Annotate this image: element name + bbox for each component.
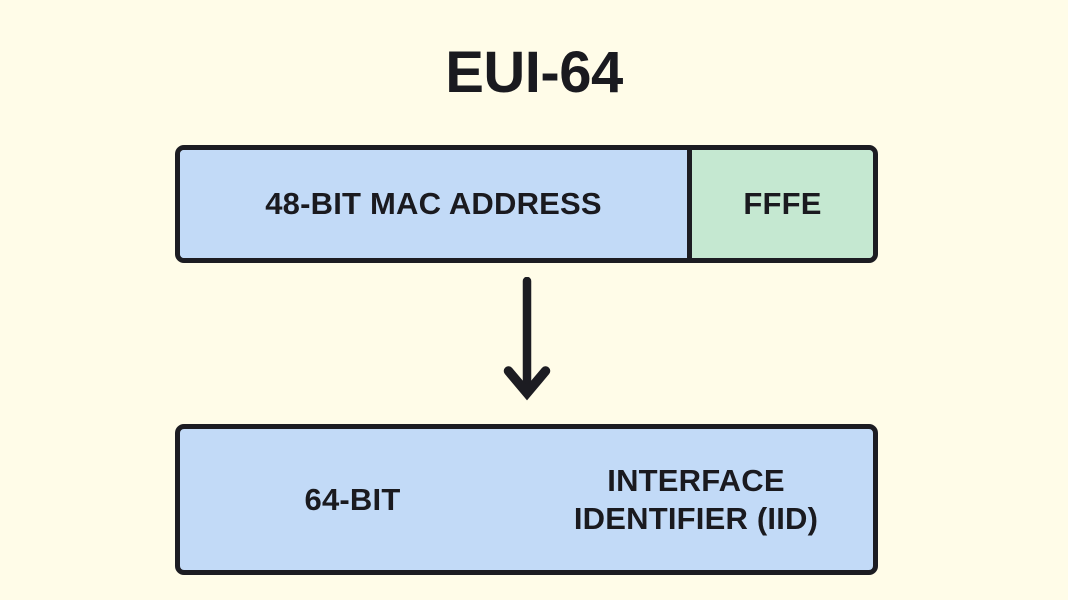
fffe-label: FFFE [743, 186, 822, 221]
mac-address-segment: 48-BIT MAC ADDRESS [180, 150, 692, 258]
iid-name-cell: INTERFACE IDENTIFIER (IID) [525, 429, 873, 570]
eui64-source-box: 48-BIT MAC ADDRESS FFFE [175, 145, 878, 263]
page-title: EUI-64 [445, 40, 623, 105]
down-arrow-icon [503, 277, 551, 401]
mac-address-label: 48-BIT MAC ADDRESS [265, 186, 602, 221]
interface-identifier-result-box: 64-BIT INTERFACE IDENTIFIER (IID) [175, 424, 878, 575]
iid-bit-length-cell: 64-BIT [180, 429, 525, 570]
iid-bit-length-label: 64-BIT [304, 481, 401, 517]
fffe-insert-segment: FFFE [692, 150, 873, 258]
iid-name-label: INTERFACE IDENTIFIER (IID) [573, 462, 819, 536]
